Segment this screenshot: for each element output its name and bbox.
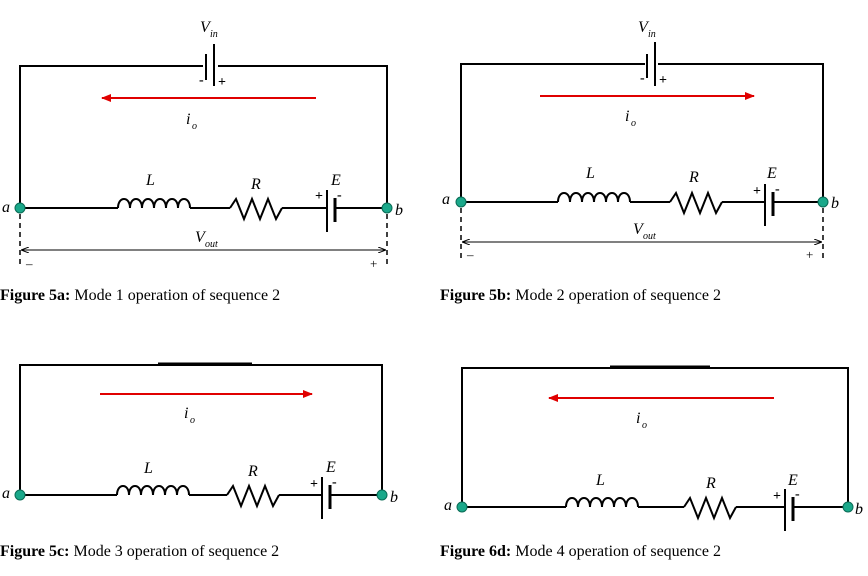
resistor-label: R <box>250 176 261 193</box>
current-subscript: o <box>192 121 197 132</box>
node-a-label: a <box>444 497 452 514</box>
caption-text: Mode 3 operation of sequence 2 <box>69 543 280 560</box>
node-a-label: a <box>2 199 10 216</box>
inductor-label: L <box>145 172 155 189</box>
current-subscript: o <box>642 420 647 431</box>
current-label: i <box>636 410 640 427</box>
node-b-label: b <box>395 202 403 219</box>
inductor-label: L <box>585 165 595 182</box>
resistor-label: R <box>247 463 258 480</box>
e-minus-sign: - <box>775 182 780 197</box>
figure-5b-caption: Figure 5b: Mode 2 operation of sequence … <box>440 287 721 305</box>
e-plus-sign: + <box>773 489 781 504</box>
emf-label: E <box>325 459 336 476</box>
node-b <box>817 196 829 208</box>
resistor-label: R <box>705 475 716 492</box>
current-label: i <box>186 111 190 128</box>
emf-label: E <box>766 165 777 182</box>
current-label: i <box>625 108 629 125</box>
node-a <box>455 196 467 208</box>
current-subscript: o <box>190 415 195 426</box>
emf-label: E <box>787 472 798 489</box>
vin-plus-sign: + <box>218 75 226 90</box>
dc-source-vin <box>205 44 215 86</box>
battery-E <box>784 489 795 531</box>
vin-plus-sign: + <box>659 73 667 88</box>
vin-subscript: in <box>210 29 218 40</box>
node-b-label: b <box>855 501 863 518</box>
node-a <box>14 202 26 214</box>
vout-label: V <box>195 229 207 246</box>
inductor-L <box>565 497 639 508</box>
figure-6d-circuit: i o + - L R E a b <box>444 365 863 531</box>
current-label: i <box>184 405 188 422</box>
vin-subscript: in <box>648 29 656 40</box>
inductor-L <box>557 192 631 203</box>
vin-minus-sign: - <box>640 71 645 86</box>
figure-5c-circuit: i o + - L R E a b <box>2 362 398 519</box>
vout-subscript: out <box>643 231 656 242</box>
e-plus-sign: + <box>315 189 323 204</box>
inductor-L <box>116 485 190 496</box>
caption-bold: Figure 6d: <box>440 543 512 560</box>
vout-label: V <box>633 221 645 238</box>
resistor-R <box>229 196 283 222</box>
vin-label: V <box>200 19 212 36</box>
emf-label: E <box>330 172 341 189</box>
node-b <box>381 202 393 214</box>
node-a <box>14 489 26 501</box>
caption-text: Mode 4 operation of sequence 2 <box>511 543 721 560</box>
inductor-label: L <box>595 472 605 489</box>
inductor-label: L <box>143 460 153 477</box>
node-b <box>376 489 388 501</box>
battery-E <box>326 190 337 232</box>
resistor-R <box>683 495 737 521</box>
figure-6d-caption: Figure 6d: Mode 4 operation of sequence … <box>440 543 721 561</box>
battery-E <box>764 184 775 226</box>
dc-source-vin <box>646 42 656 86</box>
caption-text: Mode 2 operation of sequence 2 <box>511 287 721 304</box>
figure-5c-caption: Figure 5c: Mode 3 operation of sequence … <box>0 543 279 561</box>
vin-label: V <box>638 19 650 36</box>
vout-plus: + <box>806 247 813 262</box>
e-plus-sign: + <box>753 184 761 199</box>
vout-minus: – <box>25 256 33 271</box>
vout-plus: + <box>370 256 377 271</box>
node-b <box>842 501 854 513</box>
vin-minus-sign: - <box>199 73 204 88</box>
node-a-label: a <box>2 485 10 502</box>
resistor-R <box>669 190 723 216</box>
vout-minus: – <box>466 247 474 262</box>
e-minus-sign: - <box>332 475 337 490</box>
figure-5b-circuit: - + V in i o + - L R E a b V out – + <box>442 19 839 262</box>
e-plus-sign: + <box>310 477 318 492</box>
caption-bold: Figure 5c: <box>0 543 70 560</box>
e-minus-sign: - <box>795 487 800 502</box>
current-subscript: o <box>631 118 636 129</box>
node-a <box>456 501 468 513</box>
node-b-label: b <box>390 489 398 506</box>
node-b-label: b <box>831 195 839 212</box>
battery-E <box>321 477 332 519</box>
resistor-label: R <box>688 169 699 186</box>
figure-5a-circuit: - + V in i o + - L R E a b V out <box>2 19 403 271</box>
resistor-R <box>226 483 280 509</box>
caption-bold: Figure 5a: <box>0 287 71 304</box>
caption-text: Mode 1 operation of sequence 2 <box>70 287 281 304</box>
figure-5a-caption: Figure 5a: Mode 1 operation of sequence … <box>0 287 280 305</box>
inductor-L <box>117 198 191 209</box>
e-minus-sign: - <box>337 188 342 203</box>
caption-bold: Figure 5b: <box>440 287 512 304</box>
vout-subscript: out <box>205 239 218 250</box>
node-a-label: a <box>442 191 450 208</box>
